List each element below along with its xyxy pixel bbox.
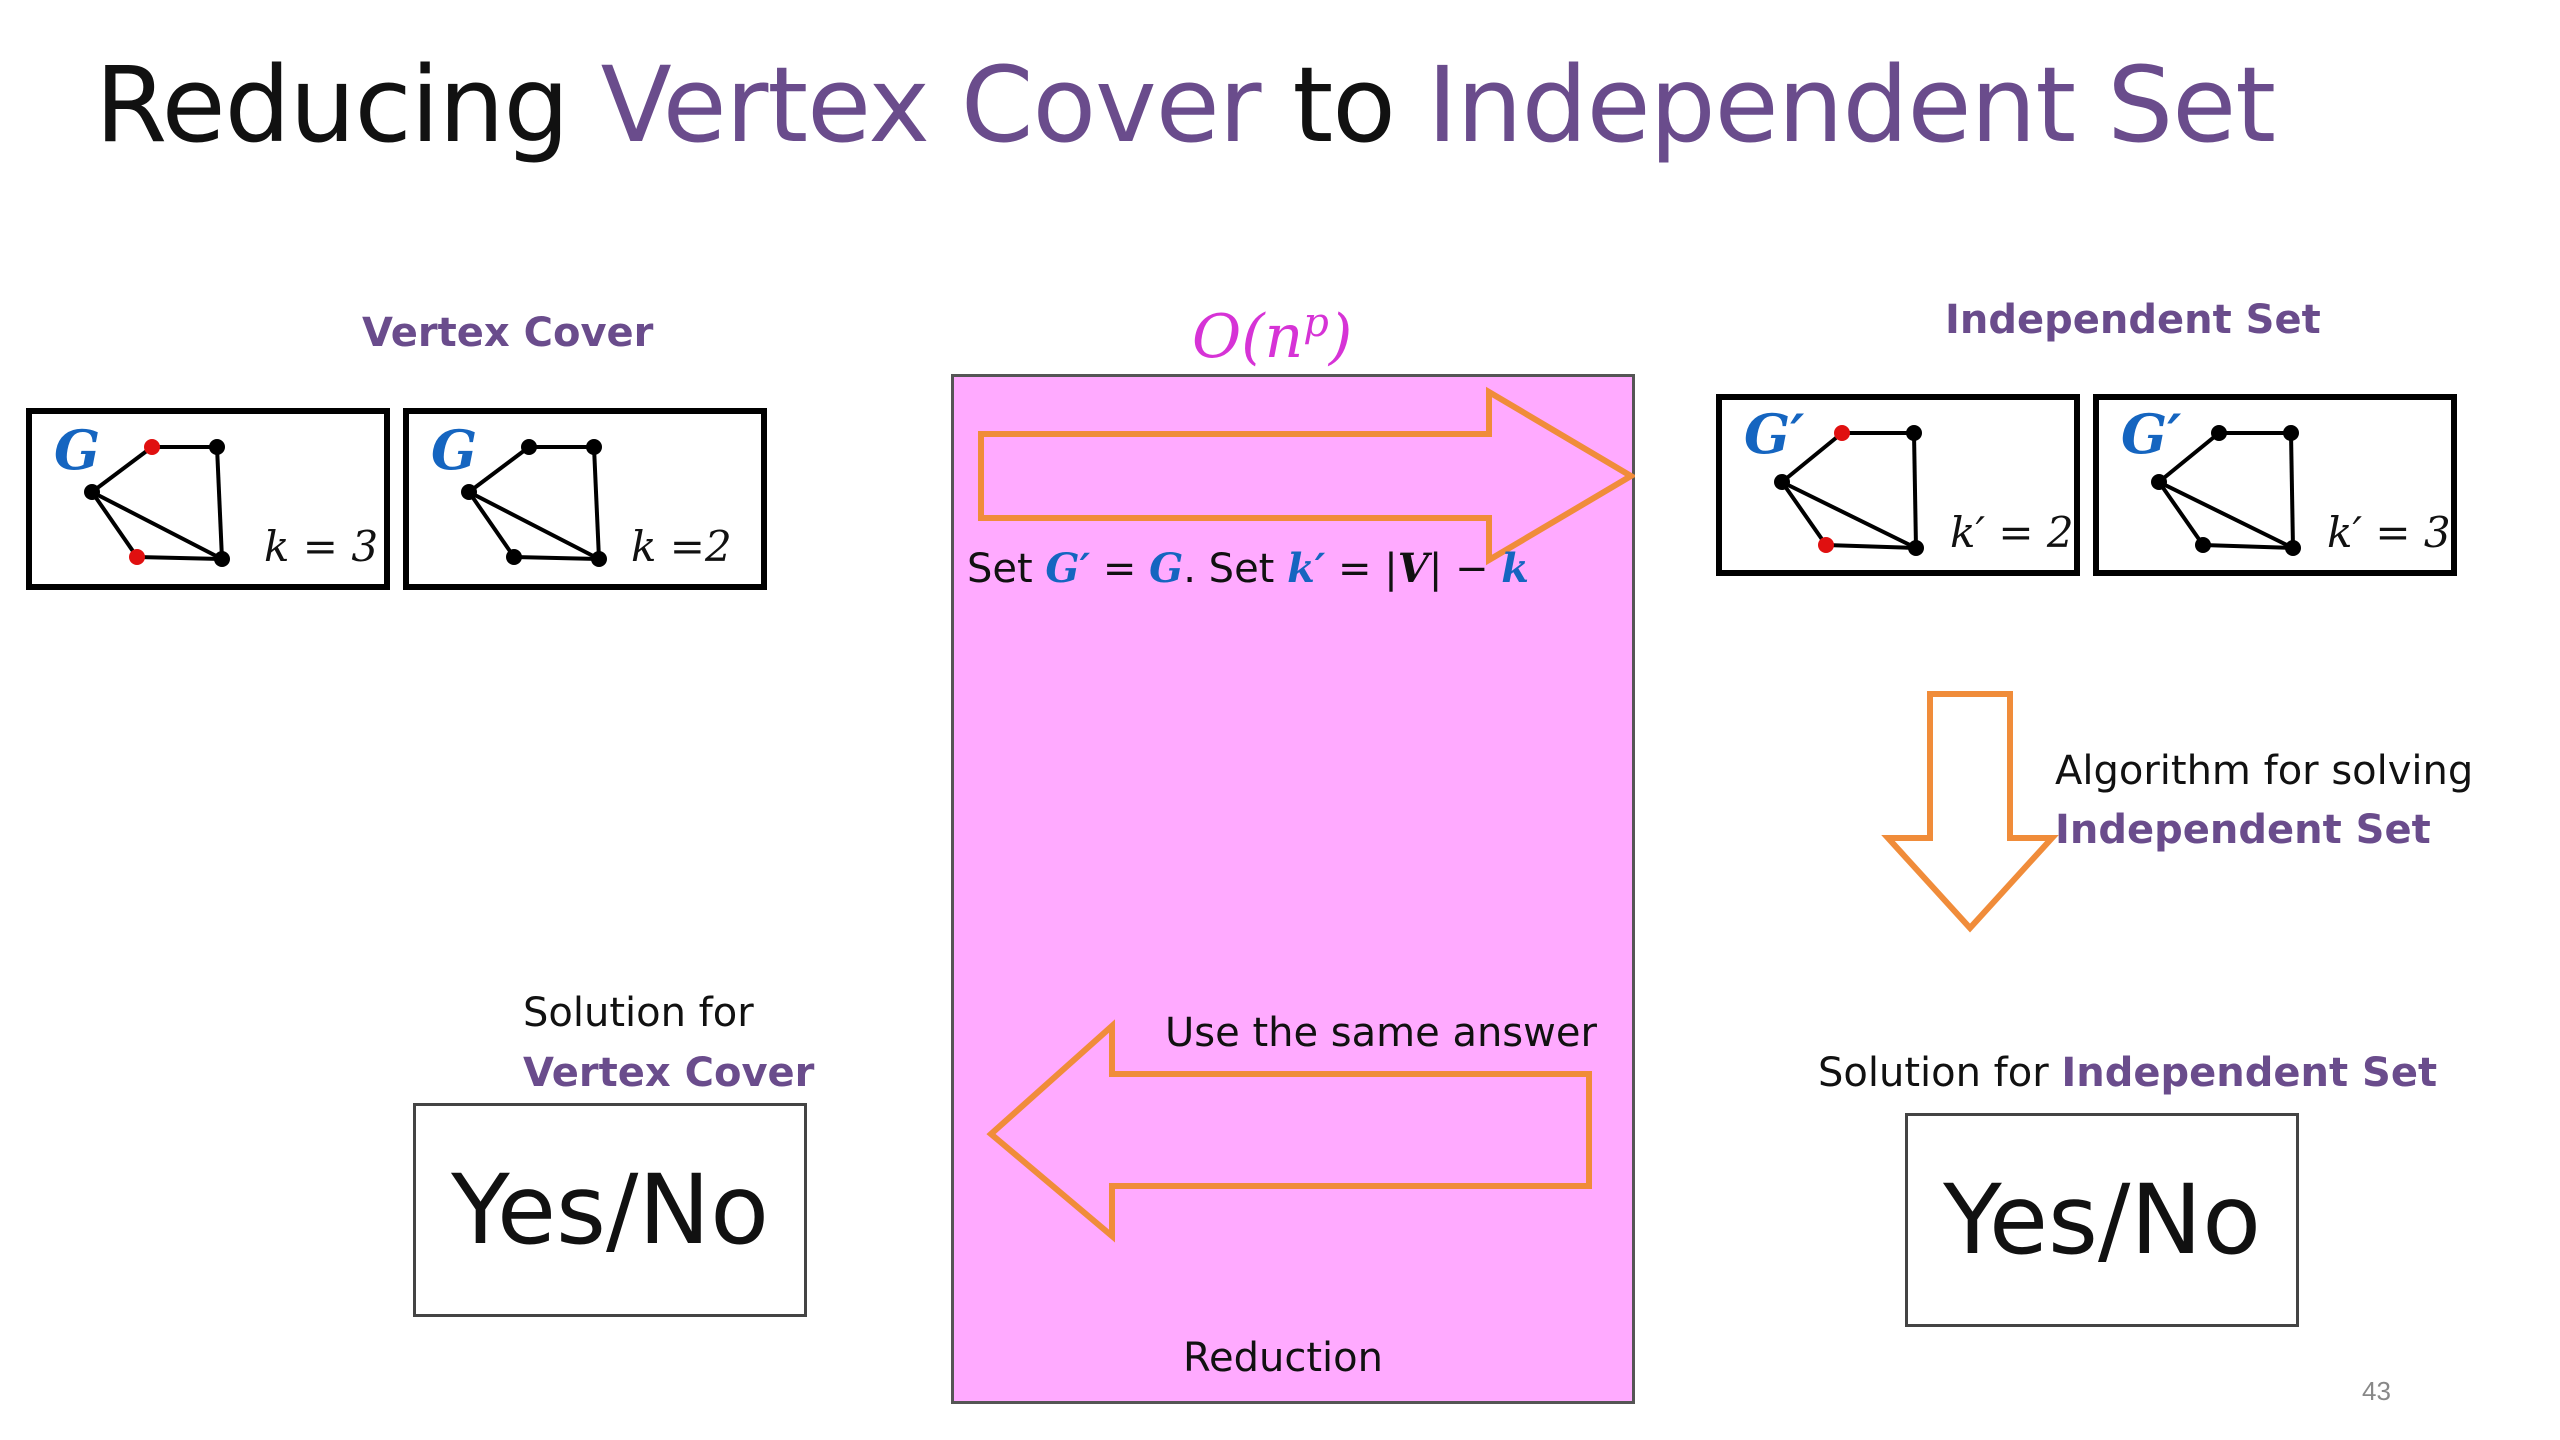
vc-graph-2	[461, 439, 607, 567]
down-arrow	[1881, 691, 2059, 933]
forward-arrow	[978, 386, 1635, 566]
algorithm-problem: Independent Set	[2055, 807, 2431, 853]
is-answer-box: Yes/No	[1905, 1113, 2299, 1327]
vc-graph-1-name: G	[54, 418, 101, 482]
rule-g-prime: G′	[1045, 545, 1091, 592]
is-solution-problem: Independent Set	[2061, 1050, 2438, 1096]
is-graph-box-2: G′ k′ = 3	[2093, 394, 2457, 576]
same-answer-label: Use the same answer	[1165, 1010, 1597, 1056]
rule-k-prime: k′	[1287, 545, 1326, 592]
algorithm-label: Algorithm for solving	[2055, 748, 2474, 794]
rule-g-eq: =	[1090, 546, 1150, 592]
is-solution-prefix: Solution for	[1818, 1050, 2062, 1096]
vc-solution-label: Solution for	[523, 990, 754, 1036]
vc-graph-box-2: G k =2	[403, 408, 767, 590]
vc-graph-2-name: G	[431, 418, 478, 482]
rule-k-eq: = |	[1325, 546, 1398, 592]
title-problem-a: Vertex Cover	[600, 44, 1262, 166]
algorithm-arrow	[1881, 691, 2059, 933]
backward-arrow	[986, 1019, 1592, 1243]
is-graph-1	[1774, 425, 1924, 556]
rule-minus: | −	[1428, 546, 1502, 592]
vc-graph-1	[84, 439, 230, 567]
reduction-label: Reduction	[1183, 1335, 1383, 1381]
complexity-exponent: p	[1303, 300, 1329, 346]
is-solution-label: Solution for Independent Set	[1818, 1050, 2437, 1096]
independent-set-heading: Independent Set	[1945, 297, 2321, 343]
vc-k-value-2: k =2	[631, 522, 732, 571]
is-k-value-2: k′ = 3	[2327, 508, 2451, 557]
complexity-label: O(np)	[1192, 300, 1352, 372]
reduction-rule: Set G′ = G. Set k′ = |V| − k	[967, 545, 1529, 592]
is-k-value-1: k′ = 2	[1950, 508, 2074, 557]
title-mid: to	[1260, 44, 1427, 166]
vc-graph-box-1: G k = 3	[26, 408, 390, 590]
title-prefix: Reducing	[95, 44, 601, 166]
title-problem-b: Independent Set	[1427, 44, 2276, 166]
is-graph-1-name: G′	[1744, 402, 1805, 466]
is-graph-2-name: G′	[2121, 402, 2182, 466]
reduction-panel	[951, 374, 1635, 1404]
vc-k-value-1: k = 3	[264, 522, 379, 571]
vertex-cover-heading: Vertex Cover	[362, 310, 654, 356]
rule-set-g-prefix: Set	[967, 546, 1046, 592]
vc-answer-box: Yes/No	[413, 1103, 807, 1317]
rule-g: G	[1149, 545, 1184, 592]
vc-solution-problem: Vertex Cover	[523, 1050, 815, 1096]
complexity-base: O(n	[1192, 302, 1304, 372]
rule-v: V	[1397, 545, 1429, 592]
slide-title: Reducing Vertex Cover to Independent Set	[95, 40, 2276, 170]
page-number: 43	[2362, 1376, 2391, 1406]
is-graph-box-1: G′ k′ = 2	[1716, 394, 2080, 576]
is-graph-2	[2151, 425, 2301, 556]
complexity-close: )	[1328, 302, 1353, 372]
reduction-arrows	[978, 386, 1635, 1243]
rule-set-k-prefix: . Set	[1183, 546, 1288, 592]
rule-k: k	[1501, 545, 1529, 592]
